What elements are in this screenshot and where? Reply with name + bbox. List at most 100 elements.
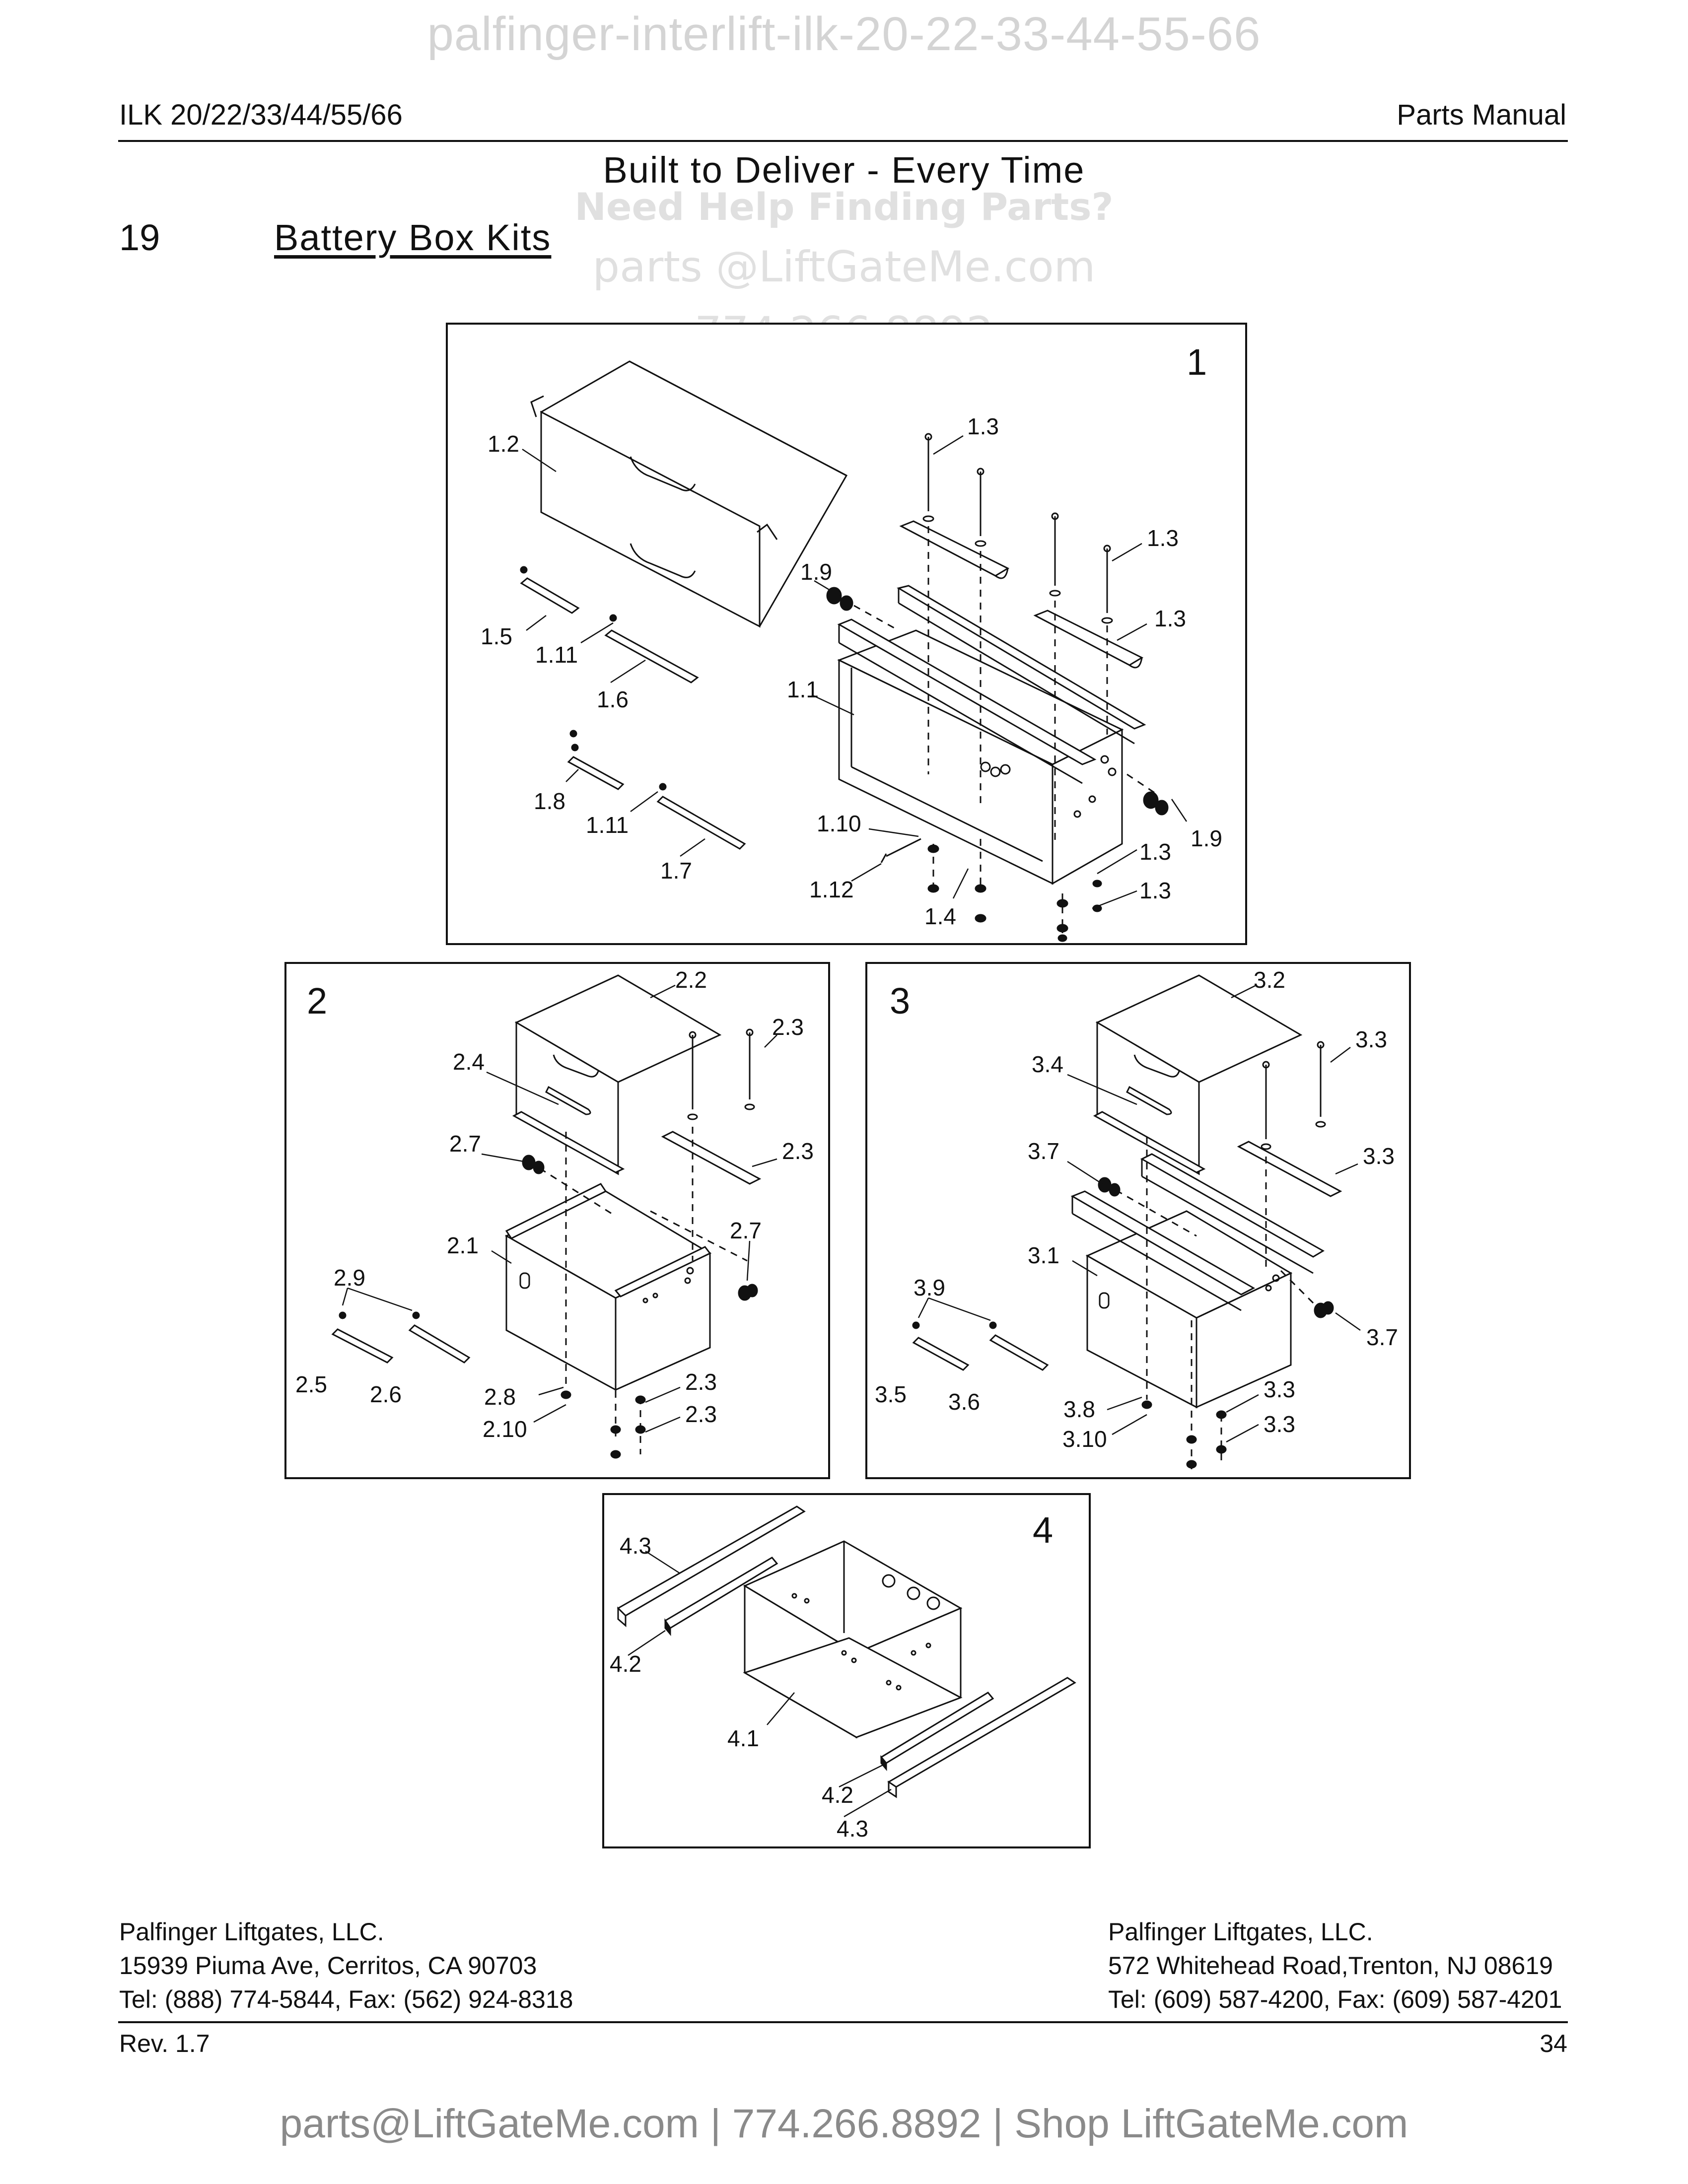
hardware-2 xyxy=(339,1155,758,1459)
watermark-help-text: Need Help Finding Parts? xyxy=(574,185,1114,229)
callout-3-3-b: 3.3 xyxy=(1363,1143,1395,1169)
callout-3-3-d: 3.3 xyxy=(1264,1411,1295,1437)
callout-1-4: 1.4 xyxy=(924,903,956,929)
callout-labels-2: 2.2 2.3 2.4 2.3 2.7 2.7 2.1 2.9 2.5 2.6 … xyxy=(295,967,814,1442)
battery-box-lid-1-2 xyxy=(530,360,848,628)
callout-2-3-c: 2.3 xyxy=(685,1369,717,1395)
battery-box-frame-1-1 xyxy=(837,585,1146,885)
callout-1-1: 1.1 xyxy=(787,677,819,702)
footer-west-street: 15939 Piuma Ave, Cerritos, CA 90703 xyxy=(119,1952,537,1979)
bracket-3-4 xyxy=(1093,1111,1206,1173)
callout-1-3-e: 1.3 xyxy=(1139,878,1171,903)
callout-leaders-1 xyxy=(522,435,1188,909)
figure-1: 1 xyxy=(446,323,1247,945)
bolts-3-3 xyxy=(1261,1041,1326,1150)
callout-2-2: 2.2 xyxy=(675,967,707,993)
header-model: ILK 20/22/33/44/55/66 xyxy=(119,99,403,131)
callout-2-8: 2.8 xyxy=(484,1384,516,1410)
callout-leaders-2 xyxy=(342,984,777,1433)
footer-west-phone: Tel: (888) 774-5844, Fax: (562) 924-8318 xyxy=(119,1985,573,2013)
bracket-2-4 xyxy=(512,1111,625,1173)
callout-2-3-b: 2.3 xyxy=(782,1138,814,1164)
box-2-1 xyxy=(504,1183,712,1391)
callout-4-3-a: 4.3 xyxy=(620,1533,651,1559)
hardware-3 xyxy=(912,1177,1334,1469)
callout-4-2-a: 4.2 xyxy=(610,1651,641,1677)
lid-3-2 xyxy=(1095,974,1303,1175)
callout-3-7-b: 3.7 xyxy=(1366,1324,1398,1350)
straps-1 xyxy=(520,577,746,850)
callout-3-6: 3.5 xyxy=(875,1381,907,1407)
figure-3: 3 xyxy=(865,962,1411,1479)
callout-4-3-b: 4.3 xyxy=(837,1816,868,1842)
callout-1-2: 1.2 xyxy=(488,431,519,457)
lid-2-2 xyxy=(514,974,722,1175)
callout-1-9-b: 1.9 xyxy=(1191,825,1222,851)
parts-diagram: 1 xyxy=(284,323,1411,1848)
callout-1-7: 1.7 xyxy=(660,858,692,884)
callout-2-3-a: 2.3 xyxy=(772,1014,804,1040)
figure-1-number: 1 xyxy=(1187,341,1207,383)
callout-1-6: 1.6 xyxy=(597,686,629,712)
footer-east-phone: Tel: (609) 587-4200, Fax: (609) 587-4201 xyxy=(1108,1985,1562,2013)
callout-2-5: 2.6 xyxy=(370,1381,402,1407)
screw-1-10 xyxy=(880,838,921,863)
bottom-hardware-1 xyxy=(927,844,1102,942)
callout-3-3-a: 3.3 xyxy=(1355,1026,1387,1052)
figure-4: 4 xyxy=(602,1493,1091,1848)
callout-1-10: 1.10 xyxy=(817,811,861,836)
callout-2-6: 2.5 xyxy=(295,1371,327,1397)
callout-4-2-b: 4.2 xyxy=(822,1782,853,1808)
callout-3-8: 3.8 xyxy=(1063,1396,1095,1422)
callout-2-10: 2.10 xyxy=(483,1416,527,1442)
straps-3 xyxy=(912,1334,1049,1371)
callout-3-7-a: 3.7 xyxy=(1028,1138,1059,1164)
watermark-url: palfinger-interlift-ilk-20-22-33-44-55-6… xyxy=(427,7,1261,61)
callout-2-3-d: 2.3 xyxy=(685,1401,717,1427)
revision-label: Rev. 1.7 xyxy=(119,2030,210,2057)
callout-3-10: 3.10 xyxy=(1062,1426,1107,1452)
section-title: Battery Box Kits xyxy=(274,217,552,258)
callout-3-5: 3.6 xyxy=(948,1389,980,1415)
straps-2 xyxy=(331,1324,471,1364)
callout-3-9: 3.9 xyxy=(914,1275,945,1300)
callout-1-11-a: 1.11 xyxy=(535,642,578,668)
figure-2: 2 xyxy=(284,962,830,1479)
callout-2-1: 2.1 xyxy=(447,1232,479,1258)
page-number: 34 xyxy=(1540,2030,1567,2057)
footer-divider xyxy=(118,2021,1568,2023)
footer-east-company: Palfinger Liftgates, LLC. xyxy=(1108,1918,1373,1946)
figure-2-number: 2 xyxy=(307,980,327,1022)
callout-labels-3: 3.2 3.3 3.4 3.3 3.7 3.1 3.7 3.9 3.5 3.6 … xyxy=(875,967,1398,1452)
footer-east-street: 572 Whitehead Road,Trenton, NJ 08619 xyxy=(1108,1952,1553,1979)
callout-4-1: 4.1 xyxy=(727,1725,759,1751)
header-divider xyxy=(118,140,1568,142)
callout-1-3-b: 1.3 xyxy=(1147,525,1179,551)
callout-2-9: 2.9 xyxy=(334,1265,365,1291)
callout-2-4: 2.4 xyxy=(453,1049,485,1075)
footer-address-west: Palfinger Liftgates, LLC. 15939 Piuma Av… xyxy=(119,1915,573,2016)
callout-3-2: 3.2 xyxy=(1254,967,1285,993)
figure-4-number: 4 xyxy=(1033,1509,1053,1551)
callout-1-9-a: 1.9 xyxy=(800,559,832,585)
assembly-guide-lines-3 xyxy=(1104,1137,1322,1469)
callout-3-4: 3.4 xyxy=(1032,1051,1063,1077)
box-4-1 xyxy=(743,1540,963,1739)
callout-leaders-4 xyxy=(628,1550,892,1818)
callout-labels-4: 4.3 4.2 4.1 4.2 4.3 xyxy=(610,1533,868,1842)
callout-1-3-c: 1.3 xyxy=(1154,606,1186,631)
watermark-email: parts @LiftGateMe.com xyxy=(592,242,1096,292)
callout-1-8: 1.8 xyxy=(534,788,565,814)
callout-2-7-b: 2.7 xyxy=(730,1218,762,1243)
callout-3-1: 3.1 xyxy=(1028,1242,1059,1268)
slides-4-2 xyxy=(664,1557,994,1772)
clamp-bars-1-3 xyxy=(899,520,1144,669)
footer-address-east: Palfinger Liftgates, LLC. 572 Whitehead … xyxy=(1108,1915,1562,2016)
clamp-bar-3-3 xyxy=(1237,1141,1342,1197)
tagline: Built to Deliver - Every Time xyxy=(603,149,1085,191)
contact-bar: parts@LiftGateMe.com | 774.266.8892 | Sh… xyxy=(280,2101,1408,2146)
rails-4-3 xyxy=(617,1505,1076,1798)
header-manual-title: Parts Manual xyxy=(1397,99,1566,131)
box-3-1 xyxy=(1070,1153,1325,1409)
clamp-bar-2-3 xyxy=(661,1131,762,1185)
